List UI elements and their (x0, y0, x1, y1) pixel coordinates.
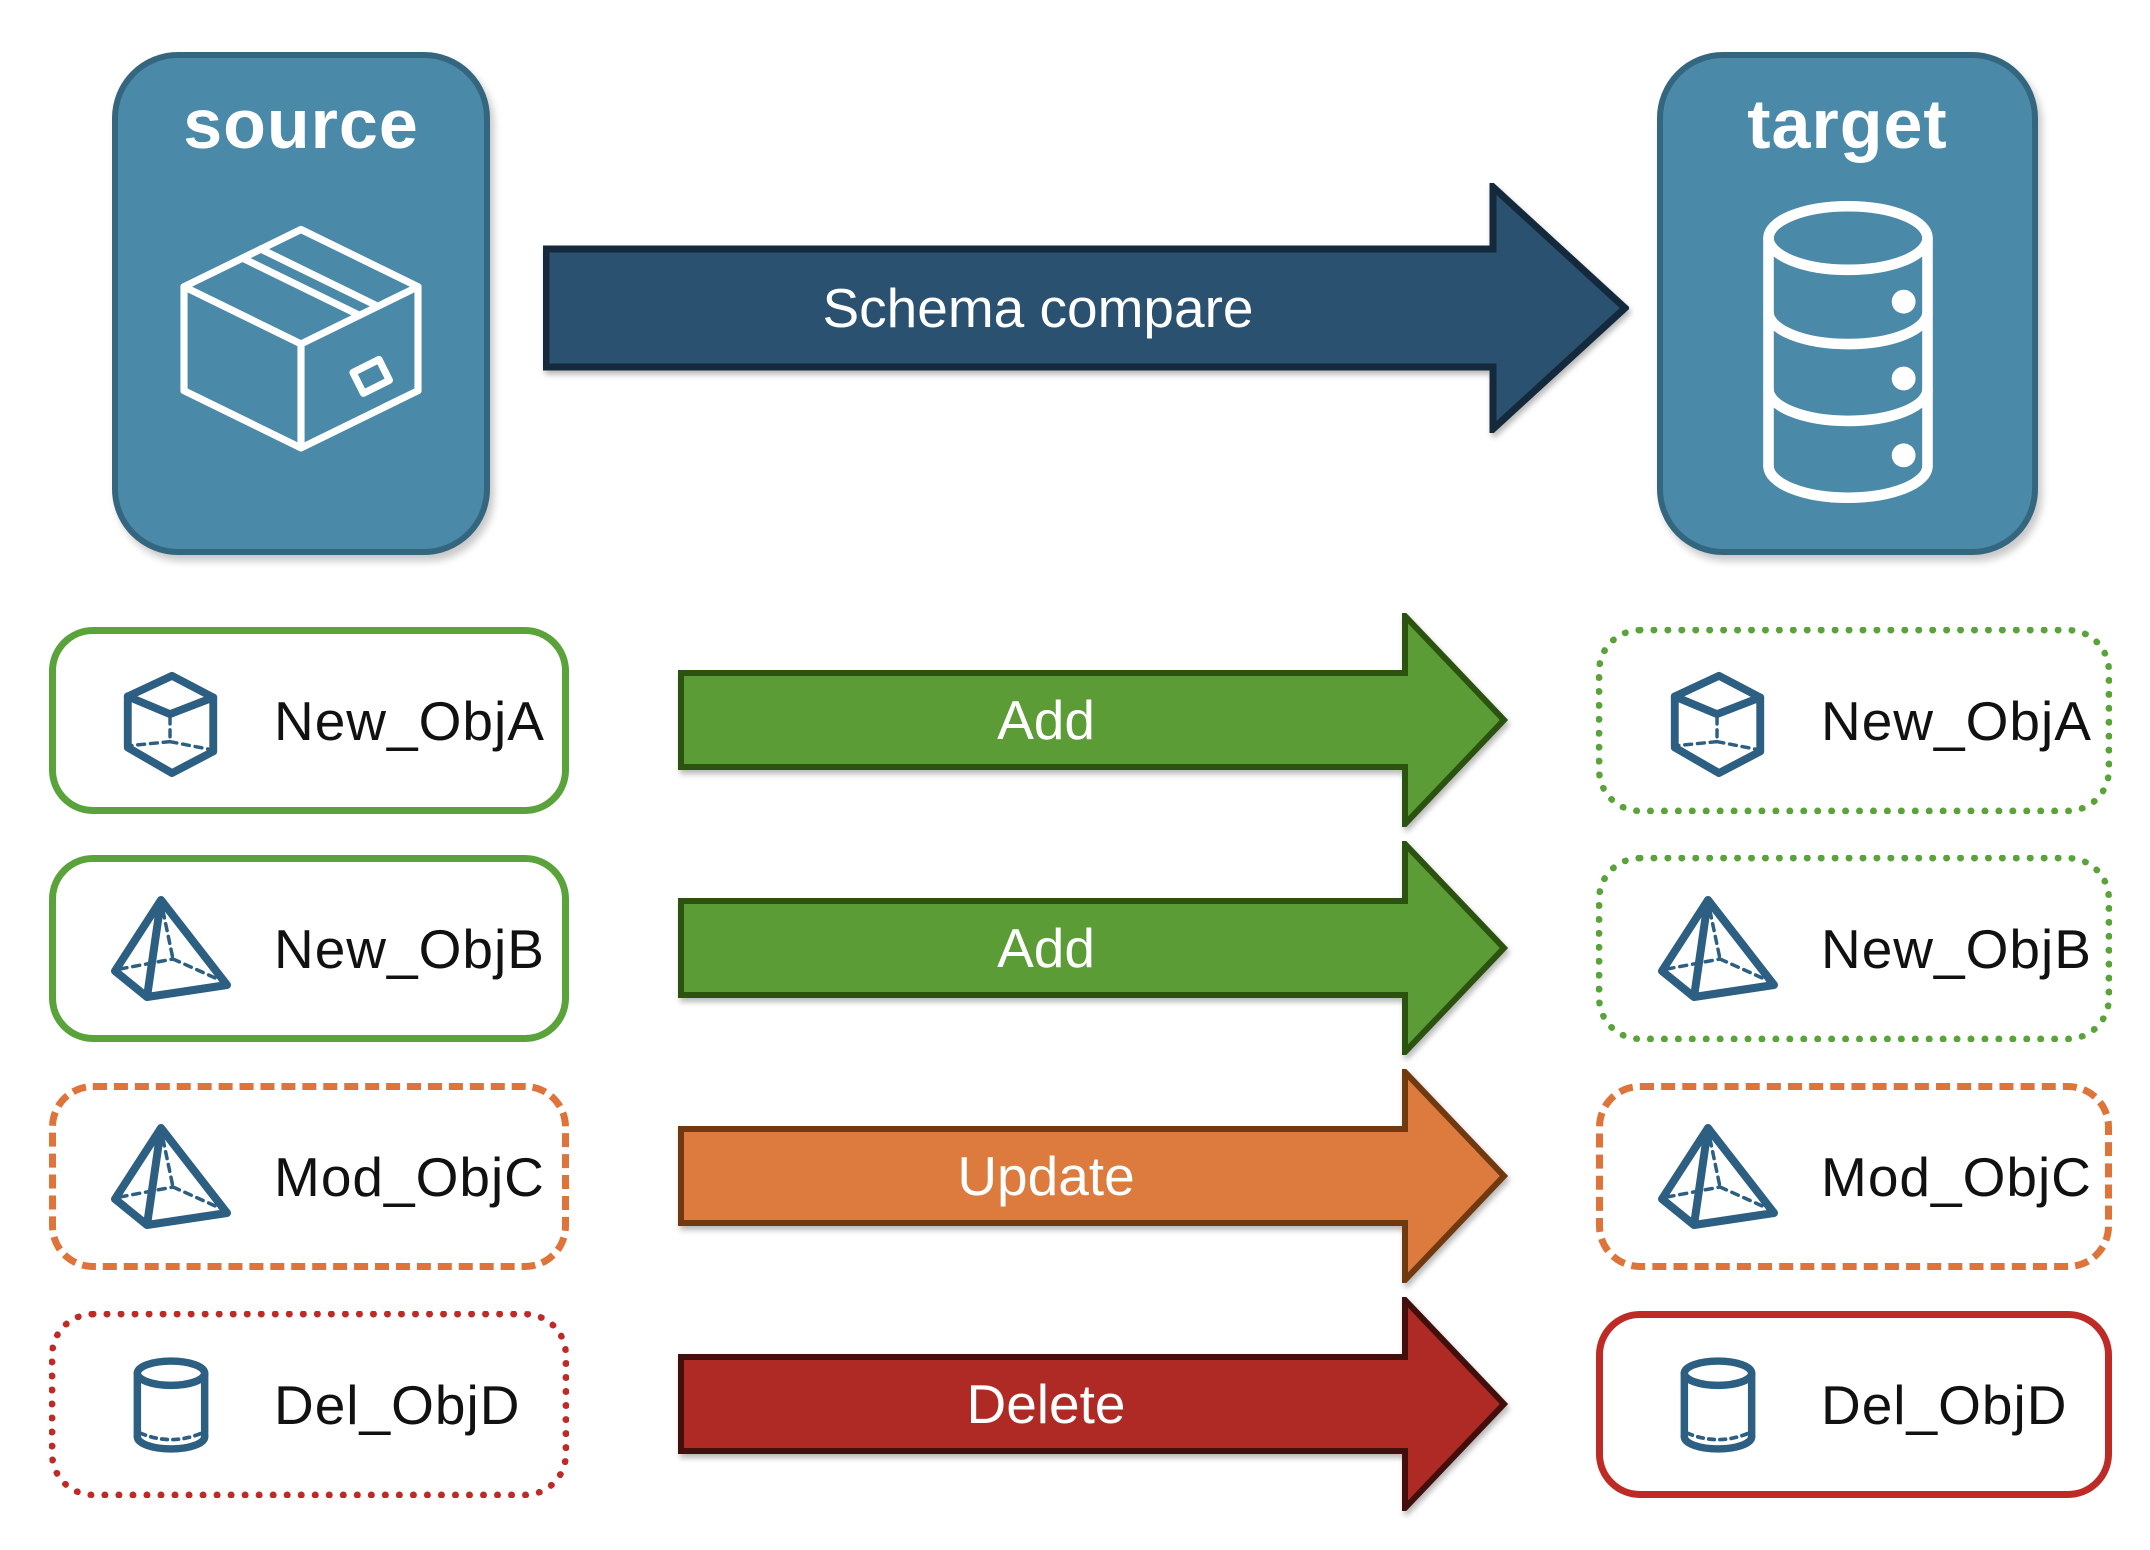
package-icon (180, 225, 422, 452)
add-arrow-label: Add (997, 917, 1095, 979)
delete-arrow: Delete (678, 1297, 1508, 1511)
target-object-box-del-objd: Del_ObjD (1596, 1311, 2112, 1498)
add-arrow-row1: Add (678, 613, 1508, 827)
target-panel: target (1657, 52, 2038, 555)
object-label: Mod_ObjC (274, 1145, 545, 1208)
schema-compare-arrow: Schema compare (543, 183, 1629, 433)
add-arrow-label: Add (997, 689, 1095, 751)
source-object-box-mod-objc: Mod_ObjC (49, 1083, 569, 1270)
add-arrow-row2: Add (678, 841, 1508, 1055)
pyramid-icon (104, 1121, 238, 1233)
source-object-box-del-objd: Del_ObjD (49, 1311, 569, 1498)
cylinder-icon (104, 1357, 238, 1453)
pyramid-icon (1651, 1121, 1785, 1233)
cube-icon (104, 665, 238, 777)
database-icon (1762, 200, 1933, 504)
source-object-box-new-obja: New_ObjA (49, 627, 569, 814)
delete-arrow-label: Delete (967, 1373, 1126, 1435)
object-label: New_ObjA (1821, 689, 2092, 752)
object-label: New_ObjB (274, 917, 545, 980)
pyramid-icon (1651, 893, 1785, 1005)
source-object-box-new-objb: New_ObjB (49, 855, 569, 1042)
target-object-box-mod-objc: Mod_ObjC (1596, 1083, 2112, 1270)
object-label: Mod_ObjC (1821, 1145, 2092, 1208)
cube-icon (1651, 665, 1785, 777)
target-panel-title: target (1747, 85, 1948, 163)
target-object-box-new-objb: New_ObjB (1596, 855, 2112, 1042)
source-panel-title: source (183, 85, 419, 163)
cylinder-icon (1651, 1357, 1785, 1453)
object-label: New_ObjA (274, 689, 545, 752)
update-arrow: Update (678, 1069, 1508, 1283)
pyramid-icon (104, 893, 238, 1005)
object-label: New_ObjB (1821, 917, 2092, 980)
object-label: Del_ObjD (274, 1373, 521, 1436)
schema-compare-label: Schema compare (822, 277, 1253, 339)
source-panel: source (112, 52, 490, 555)
target-object-box-new-obja: New_ObjA (1596, 627, 2112, 814)
object-label: Del_ObjD (1821, 1373, 2068, 1436)
update-arrow-label: Update (957, 1145, 1134, 1207)
